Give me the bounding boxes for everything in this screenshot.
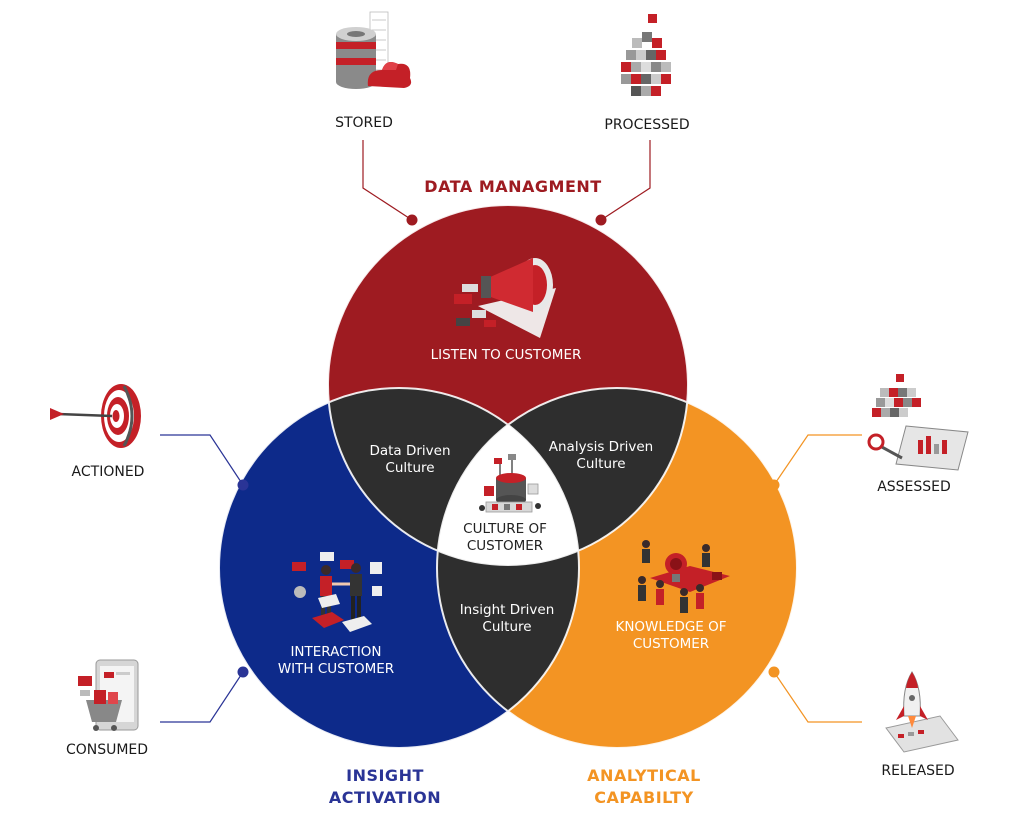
- connector-released: [773, 671, 862, 723]
- stage-label-released: RELEASED: [881, 763, 954, 779]
- connector-actioned: [160, 434, 244, 486]
- label-culture-line1: CULTURE OF: [463, 521, 547, 537]
- label-interaction-line1: INTERACTION: [290, 644, 381, 660]
- group-title-data-management: DATA MANAGMENT: [424, 177, 601, 196]
- cubes-icon: [621, 14, 671, 96]
- connector-assessed: [773, 434, 862, 486]
- connector-dot-released: [768, 666, 780, 678]
- megaphone-icon: [454, 258, 556, 338]
- connector-processed: [600, 140, 651, 221]
- label-insight-driven-line1: Insight Driven: [460, 602, 555, 618]
- connector-dot-assessed: [768, 479, 780, 491]
- connector-dot-actioned: [237, 479, 249, 491]
- stage-label-assessed: ASSESSED: [877, 479, 951, 495]
- label-insight-driven-line2: Culture: [482, 619, 531, 635]
- shopping-cart-tablet-icon: [78, 659, 139, 731]
- database-cloud-icon: [336, 11, 412, 89]
- stage-label-consumed: CONSUMED: [66, 742, 148, 758]
- connector-consumed: [160, 671, 244, 723]
- connector-dot-processed: [595, 214, 607, 226]
- team-lightbulb-icon: [638, 540, 730, 613]
- label-knowledge-line1: KNOWLEDGE OF: [615, 619, 726, 635]
- cubes-chart-icon: [867, 374, 969, 471]
- rocket-icon: [885, 671, 959, 753]
- label-analysis-driven-line2: Culture: [576, 456, 625, 472]
- stage-label-processed: PROCESSED: [604, 117, 689, 133]
- label-listen-to-customer: LISTEN TO CUSTOMER: [431, 347, 582, 363]
- overlap-center: [437, 388, 579, 565]
- group-title-analytical-line2: CAPABILTY: [594, 788, 693, 807]
- connector-stored: [362, 140, 413, 221]
- label-knowledge-line2: CUSTOMER: [633, 636, 709, 652]
- label-analysis-driven-line1: Analysis Driven: [549, 439, 653, 455]
- group-title-analytical-line1: ANALYTICAL: [587, 766, 701, 785]
- handshake-people-icon: [292, 552, 382, 632]
- label-data-driven-line2: Culture: [385, 460, 434, 476]
- connector-dot-stored: [406, 214, 418, 226]
- stage-label-stored: STORED: [335, 115, 393, 131]
- group-title-insight-line1: INSIGHT: [346, 766, 424, 785]
- target-arrow-icon: [50, 384, 141, 448]
- connector-dot-consumed: [237, 666, 249, 678]
- center-machine-icon: [479, 454, 541, 513]
- label-culture-line2: CUSTOMER: [467, 538, 543, 554]
- group-title-insight-line2: ACTIVATION: [329, 788, 441, 807]
- label-interaction-line2: WITH CUSTOMER: [278, 661, 394, 677]
- stage-label-actioned: ACTIONED: [72, 464, 145, 480]
- label-data-driven-line1: Data Driven: [369, 443, 450, 459]
